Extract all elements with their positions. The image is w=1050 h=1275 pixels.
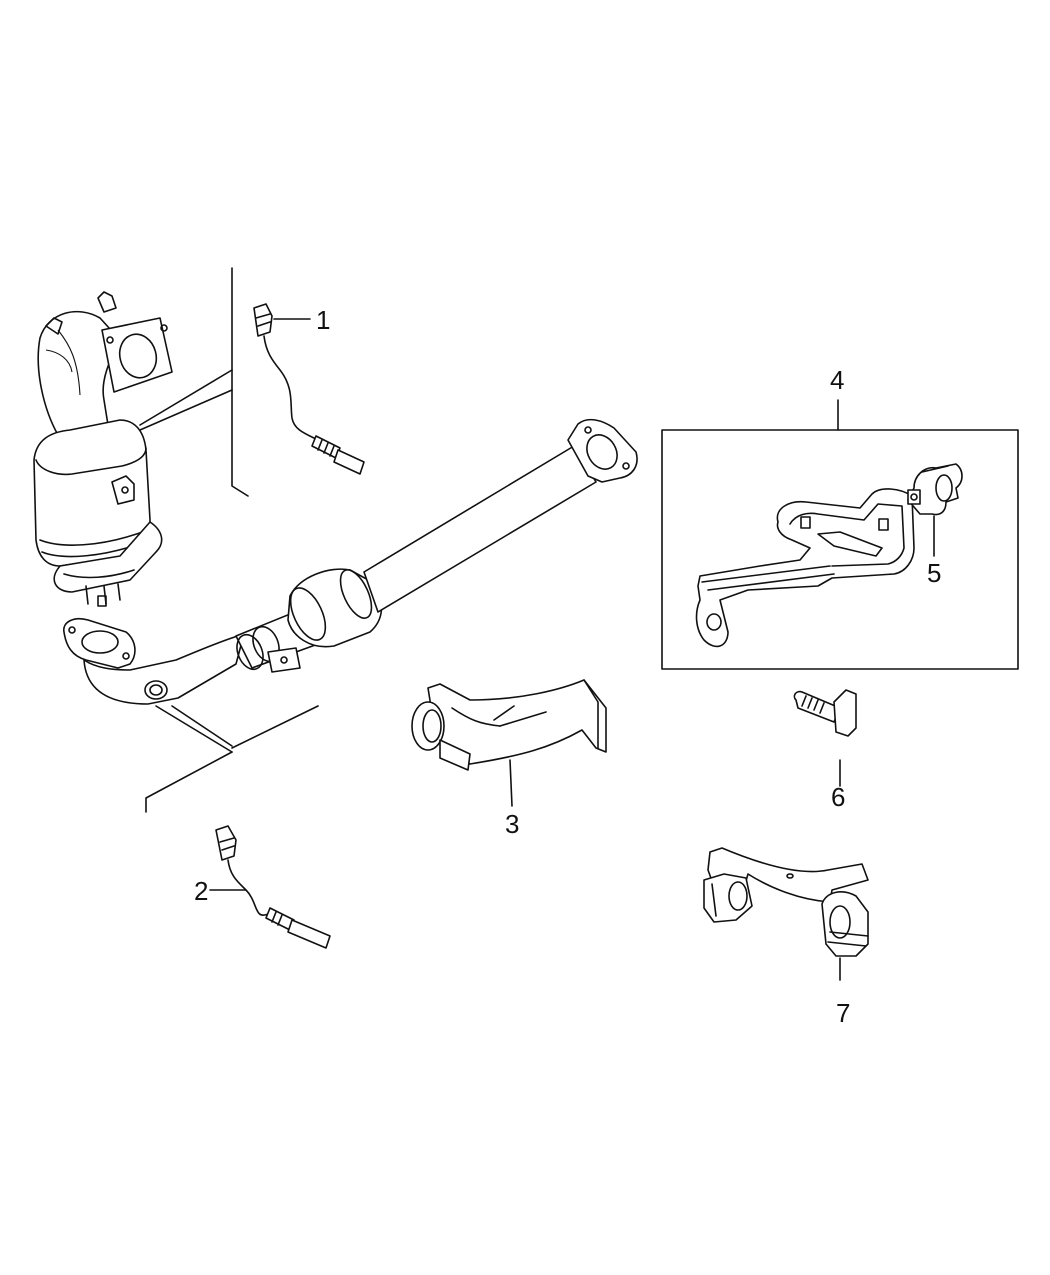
heat-shield: [411, 679, 607, 807]
catalytic-converter-manifold: [33, 267, 249, 607]
rubber-isolator-clamp: [907, 463, 963, 557]
oxygen-sensor-downstream: [209, 825, 331, 949]
callout-3: 3: [505, 809, 519, 839]
oxygen-sensor-upstream: [253, 303, 365, 475]
hex-bolt: [793, 689, 857, 787]
callout-2: 2: [194, 876, 208, 906]
callout-4: 4: [830, 365, 844, 395]
hanger-bracket: [703, 847, 869, 981]
callout-5: 5: [927, 558, 941, 588]
exhaust-front-pipe: [63, 418, 638, 813]
support-bracket: [695, 488, 915, 648]
callout-1: 1: [316, 305, 330, 335]
bracket-kit-box: [661, 399, 1019, 670]
callout-7: 7: [836, 998, 850, 1028]
callout-6: 6: [831, 782, 845, 812]
